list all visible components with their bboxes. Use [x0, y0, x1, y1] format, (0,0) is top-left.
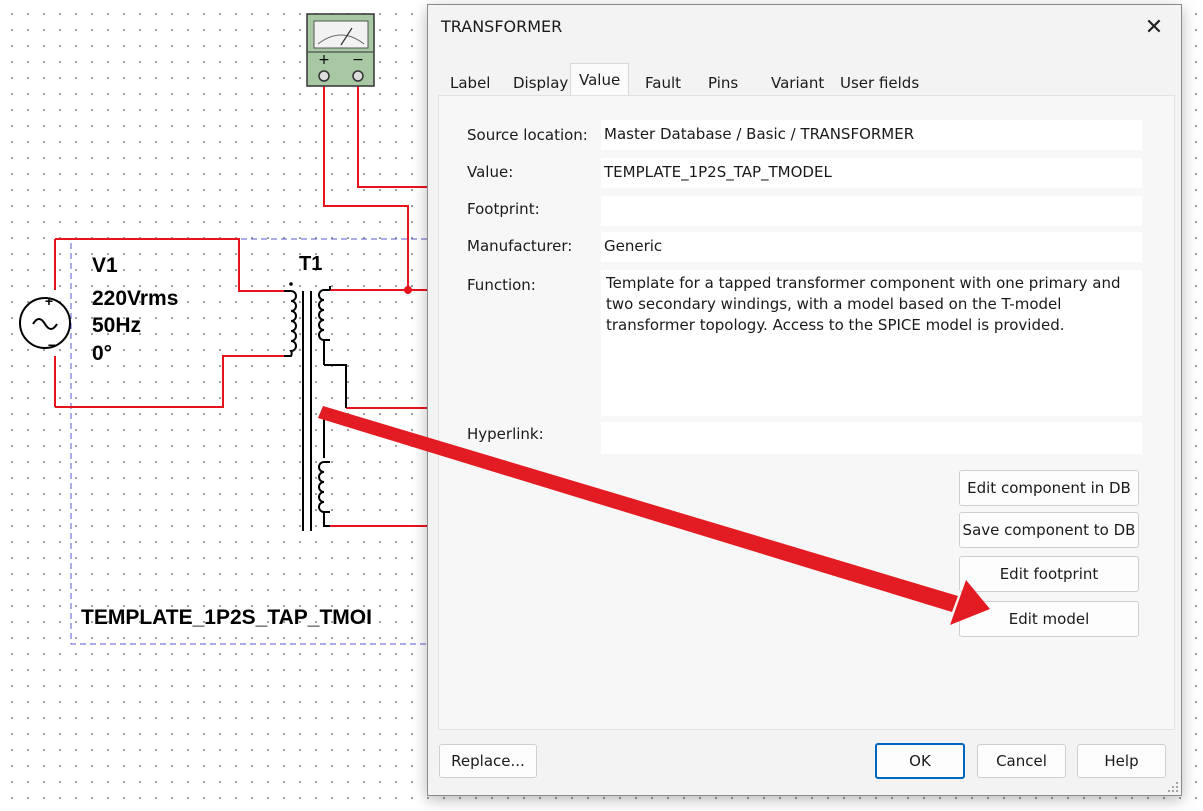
- voltmeter[interactable]: + −: [306, 13, 375, 87]
- ac-source-v1[interactable]: + −: [19, 293, 71, 353]
- value-label: Value:: [467, 163, 514, 181]
- tab-display[interactable]: Display: [513, 74, 569, 92]
- help-button[interactable]: Help: [1077, 744, 1166, 778]
- manufacturer-label: Manufacturer:: [467, 237, 573, 255]
- meter-minus-sign: −: [352, 52, 364, 68]
- tab-user-fields[interactable]: User fields: [840, 74, 920, 92]
- t1-model-label: TEMPLATE_1P2S_TAP_TMOI: [81, 606, 372, 629]
- edit-model-button[interactable]: Edit model: [959, 601, 1139, 637]
- meter-plus-sign: +: [318, 52, 330, 68]
- junction-dot: [404, 286, 412, 294]
- edit-footprint-button[interactable]: Edit footprint: [959, 556, 1139, 592]
- dialog-title: TRANSFORMER: [441, 17, 563, 36]
- meter-scale: [317, 34, 365, 45]
- source-location-field[interactable]: Master Database / Basic / TRANSFORMER: [601, 120, 1142, 150]
- hyperlink-field[interactable]: [601, 422, 1142, 454]
- value-tab-panel: Source location: Master Database / Basic…: [438, 95, 1175, 730]
- primary-dot: [289, 282, 293, 286]
- resize-grip-icon[interactable]: [1167, 781, 1179, 793]
- close-icon[interactable]: ✕: [1144, 14, 1164, 40]
- transformer-t1[interactable]: T1: [284, 253, 347, 531]
- replace-button[interactable]: Replace...: [439, 744, 537, 778]
- meter-needle: [340, 27, 353, 46]
- source-location-label: Source location:: [467, 126, 588, 144]
- primary-coil: [284, 290, 297, 357]
- tab-label[interactable]: Label: [450, 74, 491, 92]
- meter-terminal-plus: [318, 70, 330, 82]
- tab-pins[interactable]: Pins: [708, 74, 739, 92]
- save-component-to-db-button[interactable]: Save component to DB: [959, 512, 1139, 548]
- sine-icon: [32, 318, 58, 330]
- function-label: Function:: [467, 276, 536, 294]
- value-field[interactable]: TEMPLATE_1P2S_TAP_TMODEL: [601, 158, 1142, 188]
- function-field[interactable]: Template for a tapped transformer compon…: [601, 270, 1142, 416]
- tab-fault[interactable]: Fault: [645, 74, 681, 92]
- v1-phase-label: 0°: [92, 342, 112, 365]
- v1-voltage-label: 220Vrms: [92, 287, 178, 310]
- secondary-coil-upper: [318, 289, 330, 341]
- v1-ref-label: V1: [92, 254, 118, 277]
- secondary-coil-lower: [318, 461, 330, 513]
- v1-minus-sign: −: [48, 337, 56, 353]
- footprint-field[interactable]: [601, 196, 1142, 226]
- v1-plus-sign: +: [45, 293, 53, 309]
- manufacturer-field[interactable]: Generic: [601, 232, 1142, 262]
- footprint-label: Footprint:: [467, 200, 540, 218]
- edit-component-in-db-button[interactable]: Edit component in DB: [959, 470, 1139, 506]
- transformer-dialog: TRANSFORMER ✕ Label Display Value Fault …: [427, 4, 1182, 796]
- t1-ref-label: T1: [299, 253, 322, 275]
- hyperlink-label: Hyperlink:: [467, 425, 544, 443]
- v1-frequency-label: 50Hz: [92, 314, 141, 337]
- center-tap-lead: [324, 364, 347, 408]
- tab-value[interactable]: Value: [570, 63, 630, 97]
- ok-button[interactable]: OK: [875, 743, 965, 779]
- meter-terminal-minus: [352, 70, 364, 82]
- dialog-titlebar[interactable]: TRANSFORMER ✕: [428, 5, 1181, 49]
- cancel-button[interactable]: Cancel: [977, 744, 1066, 778]
- tab-variant[interactable]: Variant: [771, 74, 825, 92]
